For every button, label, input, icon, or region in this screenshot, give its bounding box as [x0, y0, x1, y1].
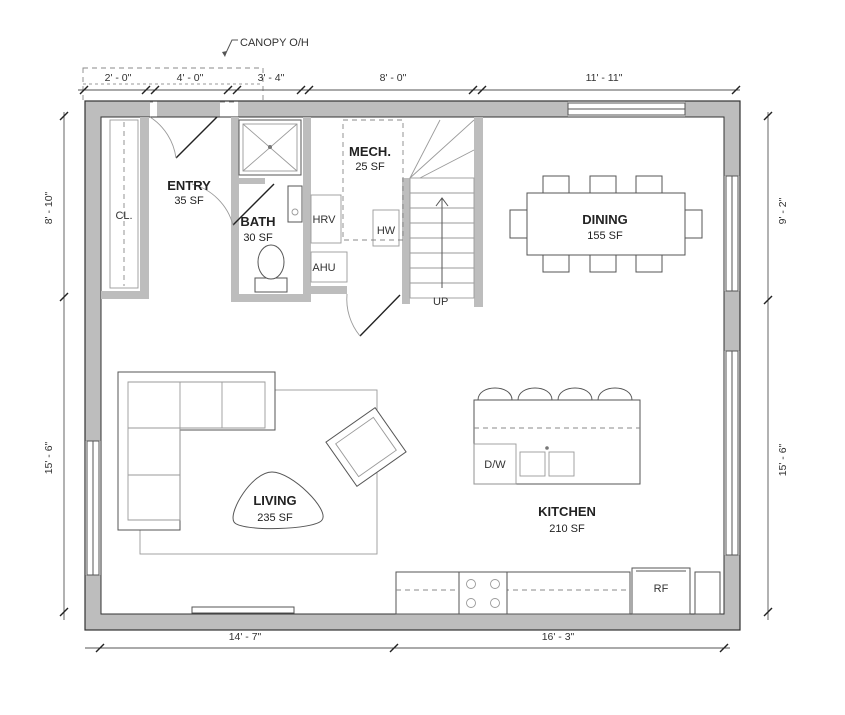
doors	[149, 116, 401, 337]
canopy-overhang	[82, 39, 264, 103]
dim-left-2: 15' - 6"	[43, 441, 55, 474]
dim-bottom-1: 14' - 7"	[229, 631, 262, 643]
bath-area: 30 SF	[243, 232, 273, 244]
dim-bottom-2: 16' - 3"	[542, 631, 575, 643]
kitchen-furniture	[395, 387, 721, 615]
dimension-lines	[59, 85, 773, 653]
dim-top-2: 4' - 0"	[177, 72, 204, 84]
dining-name: DINING	[582, 212, 628, 227]
mech-name: MECH.	[349, 144, 391, 159]
ahu-label: AHU	[312, 262, 335, 274]
stairs-up-label: UP	[433, 296, 448, 308]
dim-top-4: 8' - 0"	[380, 72, 407, 84]
dim-left-1: 8' - 10"	[43, 191, 55, 224]
living-area: 235 SF	[257, 512, 293, 524]
fridge-label: RF	[654, 583, 669, 595]
living-furniture	[117, 371, 407, 555]
stairs	[409, 119, 475, 299]
entry-area: 35 SF	[174, 195, 204, 207]
bath-fixtures	[238, 119, 303, 293]
dim-top-5: 11' - 11"	[586, 72, 623, 84]
dining-area: 155 SF	[587, 230, 623, 242]
dishwasher-label: D/W	[484, 459, 506, 471]
exterior-walls	[84, 100, 741, 631]
mech-area: 25 SF	[355, 161, 385, 173]
bath-name: BATH	[240, 214, 275, 229]
kitchen-area: 210 SF	[549, 523, 585, 535]
dim-right-2: 15' - 6"	[777, 443, 789, 476]
dining-furniture	[509, 175, 703, 273]
mech-equipment	[310, 119, 404, 283]
dim-right-1: 9' - 2"	[777, 197, 789, 224]
interior-walls	[101, 117, 483, 307]
kitchen-name: KITCHEN	[538, 504, 596, 519]
dim-top-3: 3' - 4"	[258, 72, 285, 84]
dim-top-1: 2' - 0"	[105, 72, 132, 84]
living-name: LIVING	[253, 493, 296, 508]
entry-name: ENTRY	[167, 178, 211, 193]
canopy-label: CANOPY O/H	[240, 37, 309, 49]
hw-label: HW	[377, 225, 396, 237]
hrv-label: HRV	[312, 214, 336, 226]
closet-label: CL.	[115, 210, 132, 222]
